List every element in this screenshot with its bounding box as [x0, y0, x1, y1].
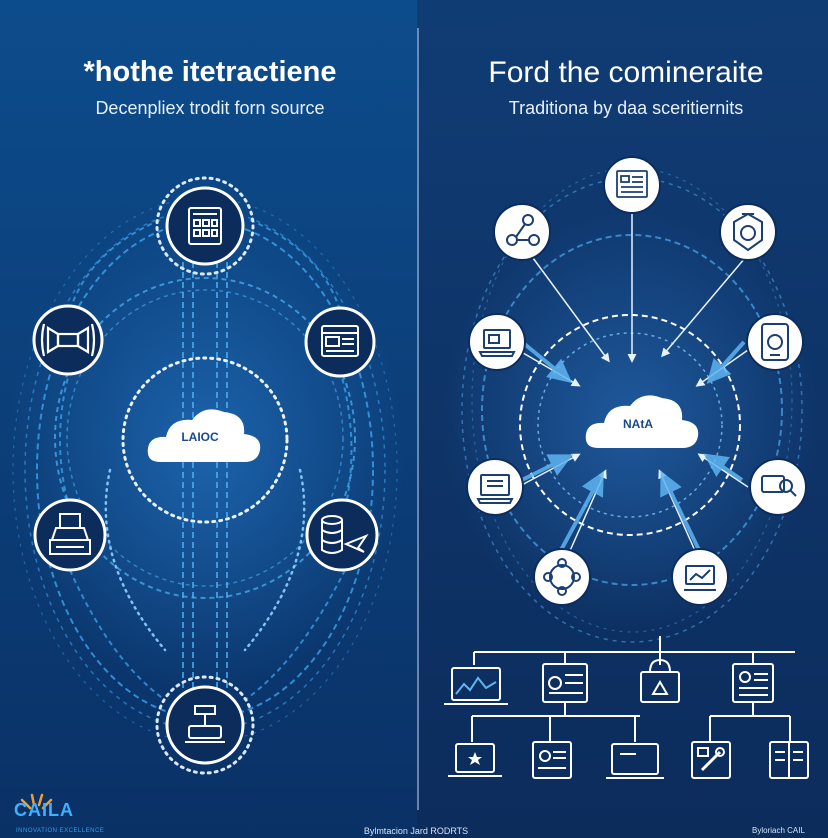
- database-plane-icon: [321, 515, 369, 554]
- hierarchy-item-lock[interactable]: [640, 658, 680, 703]
- workflow-cycle-icon: [543, 558, 581, 596]
- right-panel-title: Ford the cominer­aite: [488, 56, 764, 89]
- share-nodes-icon: [506, 214, 540, 246]
- left-node-audio[interactable]: [32, 304, 104, 376]
- calendar-document-icon: [188, 207, 222, 245]
- left-panel-subtitle: Decenpliex trodit forn source: [95, 98, 325, 118]
- hierarchy-item-chart-monitor[interactable]: [444, 667, 508, 705]
- tablet-icon: [761, 323, 789, 361]
- brand-logo-subtext: INNOVATION EXCELLENCE: [16, 828, 105, 834]
- right-cloud-icon: [585, 395, 699, 448]
- right-panel-subtitle: Traditiona by daa sceritiernits: [508, 98, 744, 118]
- hierarchy-item-book[interactable]: [769, 741, 809, 779]
- left-node-browser[interactable]: [304, 306, 376, 378]
- footer-credit: Bylmtacion Jard RODRTS: [363, 826, 469, 836]
- hierarchy-item-report-doc[interactable]: [732, 663, 774, 703]
- left-node-device-bottom[interactable]: [155, 675, 255, 775]
- right-node-shield[interactable]: [719, 203, 777, 261]
- hierarchy-item-id-card[interactable]: [532, 741, 572, 779]
- left-cloud-icon: [147, 409, 261, 462]
- right-node-tablet[interactable]: [746, 313, 804, 371]
- left-panel-title: *hothe itetractiene: [83, 56, 337, 88]
- right-node-workflow[interactable]: [533, 548, 591, 606]
- left-node-database[interactable]: [305, 498, 379, 572]
- brand-logo-text: CAILA: [14, 800, 74, 820]
- hierarchy-item-screen[interactable]: [606, 743, 664, 779]
- document-list-icon: [616, 170, 648, 198]
- left-node-printer[interactable]: [33, 498, 107, 572]
- hierarchy-item-laptop-star[interactable]: [448, 743, 502, 777]
- right-node-search[interactable]: [749, 458, 807, 516]
- left-node-document-top[interactable]: [155, 176, 255, 276]
- right-node-share[interactable]: [493, 203, 551, 261]
- right-node-document[interactable]: [603, 156, 661, 214]
- left-cloud-label: LAIOC: [181, 430, 219, 444]
- presentation-chart-icon: [684, 565, 716, 591]
- shield-badge-icon: [733, 212, 763, 252]
- hierarchy-item-tools-doc[interactable]: [691, 741, 731, 779]
- right-node-presentation[interactable]: [671, 548, 729, 606]
- monitor-icon: [476, 474, 514, 504]
- right-cloud-label: NAtA: [623, 417, 653, 431]
- speaker-icon: [40, 323, 96, 357]
- search-card-icon: [761, 475, 797, 497]
- laptop-icon: [478, 329, 516, 357]
- brand-logo-rays: [20, 793, 53, 810]
- device-stand-icon: [185, 705, 225, 743]
- right-node-laptop[interactable]: [468, 313, 526, 371]
- right-node-monitor[interactable]: [466, 458, 524, 516]
- browser-window-icon: [321, 325, 359, 357]
- hierarchy-item-profile-doc[interactable]: [542, 663, 588, 703]
- footer-credit-right: Byloriach CAIL: [752, 826, 805, 835]
- printer-icon: [49, 513, 91, 555]
